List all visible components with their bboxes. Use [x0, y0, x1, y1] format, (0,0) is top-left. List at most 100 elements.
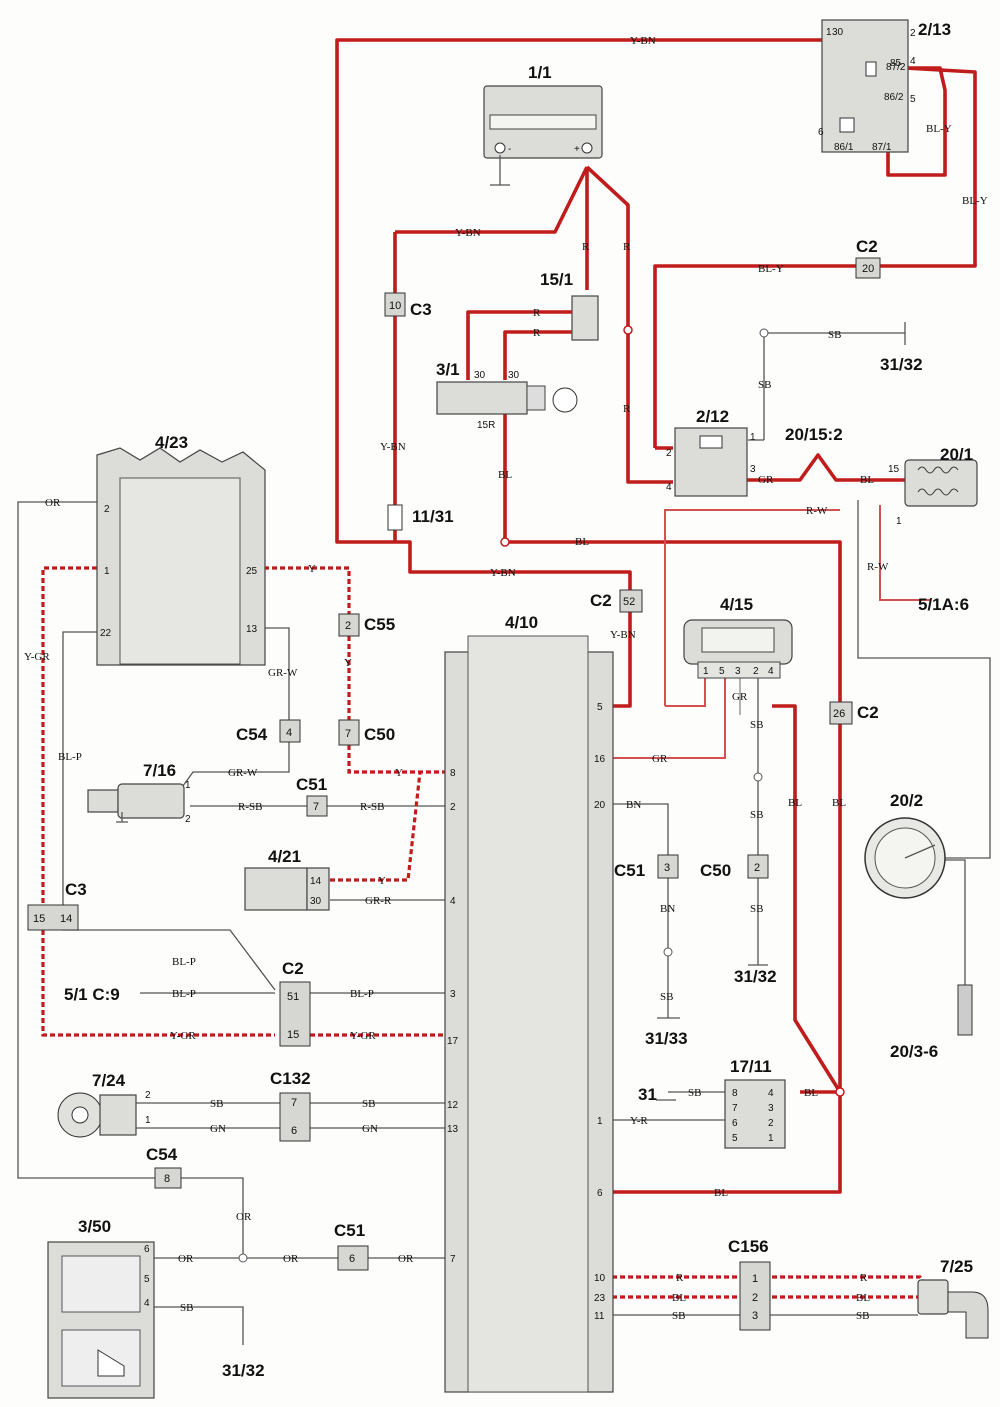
connector-label: C50: [700, 861, 731, 880]
component-label: 20/2: [890, 791, 923, 810]
pin-label: 15: [888, 464, 900, 475]
connector-label: C2: [282, 959, 304, 978]
wire-label: Y: [378, 875, 386, 887]
pin-label: 16: [594, 754, 606, 765]
switch-3-50: 3/50 6 5 4 31/32: [47, 1217, 265, 1399]
connector-label: C51: [614, 861, 645, 880]
pin-label: 2: [752, 1292, 758, 1304]
wire-label: SB: [828, 329, 841, 341]
wire-label: BN: [626, 799, 641, 811]
pin-label: 5: [144, 1274, 150, 1285]
wire-label: BL-P: [172, 956, 196, 968]
pin-label: 25: [246, 566, 258, 577]
wire-label: OR: [283, 1253, 299, 1265]
wire-label: GR-W: [228, 767, 258, 779]
component-label: 5/1 C:9: [64, 985, 120, 1004]
pin-label: 1: [752, 1273, 758, 1285]
wire-label: BL: [860, 474, 874, 486]
component-label: 4/15: [720, 595, 753, 614]
pin-label: 1: [703, 666, 709, 677]
pin-label: 10: [594, 1273, 606, 1284]
pin-label: 3: [664, 862, 670, 874]
pin-label: 4: [450, 896, 456, 907]
pin-label: 7: [450, 1254, 456, 1265]
pin-label: 5: [732, 1133, 738, 1144]
pin-label: 1: [597, 1116, 603, 1127]
module-4-23: 4/23 2 1 22 25 13: [96, 433, 266, 666]
relay-2-12: 2/12 1 2 3 4: [666, 407, 756, 497]
wire-label: GR: [652, 753, 668, 765]
component-label: 31/32: [880, 355, 923, 374]
wire-label: SB: [672, 1310, 685, 1322]
wire-label: R: [623, 403, 631, 415]
wire-label: SB: [180, 1302, 193, 1314]
pin-label: 1: [750, 432, 756, 443]
pin-label: 6: [349, 1253, 355, 1265]
wire-label: GR: [758, 474, 774, 486]
wire-label: SB: [362, 1098, 375, 1110]
wire-label: BL-P: [350, 988, 374, 1000]
module-4-15: 4/15 1 5 3 2 4: [683, 595, 793, 679]
pin-label: +: [574, 144, 580, 155]
wire-label: Y: [344, 657, 352, 669]
wire-label: Y: [395, 767, 403, 779]
connector-label: C51: [334, 1221, 365, 1240]
sensor-7-16: 7/16 1 2: [87, 761, 191, 825]
connector-label: C50: [364, 725, 395, 744]
wire-label: R-SB: [360, 801, 384, 813]
connector-label: C54: [236, 725, 268, 744]
wire-label: BL: [856, 1292, 870, 1304]
pin-label: 17: [447, 1036, 459, 1047]
sensor-7-24: 7/24 2 1: [57, 1071, 151, 1138]
component-label: 17/11: [730, 1057, 772, 1076]
component-label: 20/3-6: [890, 1042, 938, 1061]
component-label: 3/50: [78, 1217, 111, 1236]
wire-label: Y-BN: [455, 227, 481, 239]
wire-label: GN: [210, 1123, 226, 1135]
wire-label: R-W: [806, 505, 828, 517]
pin-label: 14: [310, 876, 322, 887]
wire-label: Y-BN: [490, 567, 516, 579]
pin-label: 8: [732, 1088, 738, 1099]
wire-label: SB: [660, 991, 673, 1003]
connector-label: C54: [146, 1145, 178, 1164]
wire-label: R: [533, 307, 541, 319]
wire-label: SB: [758, 379, 771, 391]
wire-label: Y-GR: [170, 1030, 196, 1042]
wire-label: BL: [714, 1187, 728, 1199]
connector-label: C2: [856, 237, 878, 256]
pin-label: 86/2: [884, 92, 904, 103]
distributor: 20/2 20/3-6: [864, 791, 973, 1061]
fuse-11-31: 11/31: [387, 504, 454, 531]
pin-label: 1: [185, 780, 191, 791]
pin-label: 2: [910, 28, 916, 39]
relay-2-13: 2/13 1 30 87/2 85 86/2 86/1 87/1 2 4 5 6: [818, 19, 951, 153]
wire-label: GR-R: [365, 895, 392, 907]
wire-label: OR: [236, 1211, 252, 1223]
wire-label: R: [623, 241, 631, 253]
pin-label: 23: [594, 1293, 606, 1304]
wire-label: SB: [750, 903, 763, 915]
pin-label: 3: [735, 666, 741, 677]
pin-label: 2: [754, 862, 760, 874]
wire-label: BL: [788, 797, 802, 809]
wire-label: SB: [750, 719, 763, 731]
wire-label: BL-P: [172, 988, 196, 1000]
component-label: 20/1: [940, 445, 973, 464]
wire-label: R-SB: [238, 801, 262, 813]
connector-label: C2: [857, 703, 879, 722]
pin-label: 85: [890, 58, 902, 69]
pin-label: 15: [287, 1029, 299, 1041]
pin-label: 2: [666, 448, 672, 459]
pin-label: 4: [768, 666, 774, 677]
pin-label: 11: [594, 1311, 605, 1322]
pin-label: 7: [732, 1103, 738, 1114]
pin-label: 3: [752, 1310, 758, 1322]
wire-label: BN: [660, 903, 675, 915]
module-4-21: 4/21 14 30: [244, 847, 330, 911]
wire-label: SB: [856, 1310, 869, 1322]
connector-boxes: 10 C3 20 C2 52 C2 26 C2 2 C55 7 C50 4 C5…: [27, 237, 881, 1331]
pin-label: 8: [450, 768, 456, 779]
pin-label: 4: [286, 727, 292, 739]
